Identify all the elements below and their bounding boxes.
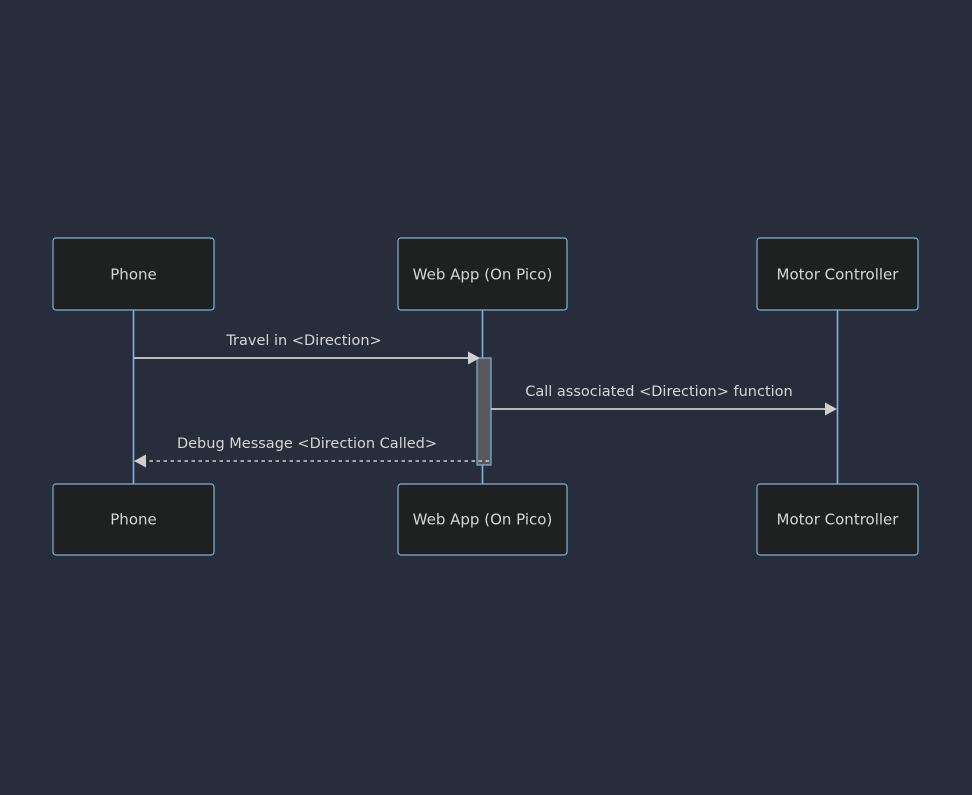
- actor-top-webapp-label: Web App (On Pico): [413, 266, 553, 284]
- actors-bottom-group: Phone Web App (On Pico) Motor Controller: [52, 483, 919, 556]
- message-call-function-label: Call associated <Direction> function: [525, 384, 793, 400]
- message-travel-arrowhead: [468, 351, 480, 365]
- actor-bottom-motor[interactable]: Motor Controller: [756, 483, 919, 556]
- actor-top-webapp-box[interactable]: [397, 237, 568, 311]
- message-call-function[interactable]: Call associated <Direction> function: [491, 384, 837, 416]
- actor-bottom-phone-label: Phone: [110, 511, 156, 529]
- actor-bottom-phone-box[interactable]: [52, 483, 215, 556]
- actor-bottom-motor-box[interactable]: [756, 483, 919, 556]
- message-debug-arrowhead: [134, 454, 146, 468]
- actor-top-phone[interactable]: Phone: [52, 237, 215, 311]
- activation-bar-webapp: [476, 357, 492, 466]
- actor-top-phone-box[interactable]: [52, 237, 215, 311]
- actor-bottom-motor-label: Motor Controller: [777, 511, 900, 529]
- message-debug[interactable]: Debug Message <Direction Called>: [134, 436, 489, 468]
- actor-top-motor-box[interactable]: [756, 237, 919, 311]
- actors-top-group: Phone Web App (On Pico) Motor Controller: [52, 237, 919, 311]
- actor-bottom-webapp-label: Web App (On Pico): [413, 511, 553, 529]
- actor-top-webapp[interactable]: Web App (On Pico): [397, 237, 568, 311]
- activations-group: [476, 357, 492, 466]
- actor-bottom-phone[interactable]: Phone: [52, 483, 215, 556]
- message-travel-label: Travel in <Direction>: [225, 333, 381, 349]
- actor-top-motor-label: Motor Controller: [777, 266, 900, 284]
- actor-bottom-webapp-box[interactable]: [397, 483, 568, 556]
- actor-bottom-webapp[interactable]: Web App (On Pico): [397, 483, 568, 556]
- actor-top-phone-label: Phone: [110, 266, 156, 284]
- message-travel[interactable]: Travel in <Direction>: [134, 333, 480, 365]
- message-debug-label: Debug Message <Direction Called>: [177, 436, 437, 452]
- actor-top-motor[interactable]: Motor Controller: [756, 237, 919, 311]
- message-call-function-arrowhead: [825, 402, 837, 416]
